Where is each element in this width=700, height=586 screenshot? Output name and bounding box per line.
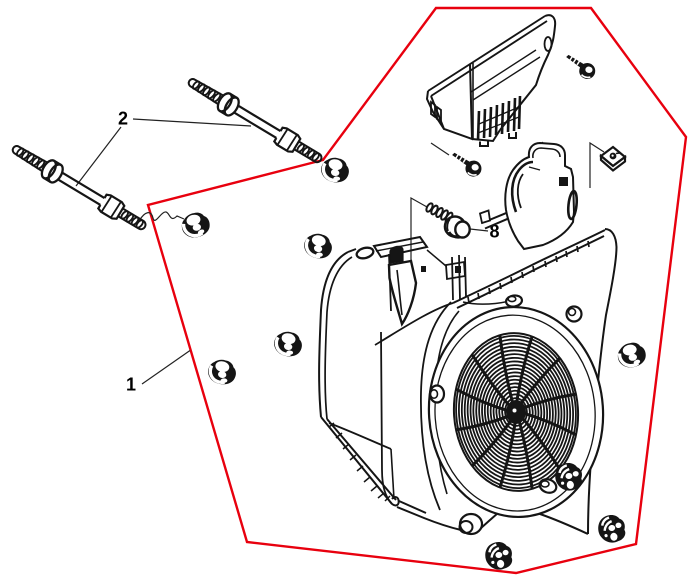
svg-text:8: 8 [489, 222, 499, 242]
svg-text:1: 1 [126, 375, 136, 395]
svg-text:2: 2 [118, 109, 128, 129]
